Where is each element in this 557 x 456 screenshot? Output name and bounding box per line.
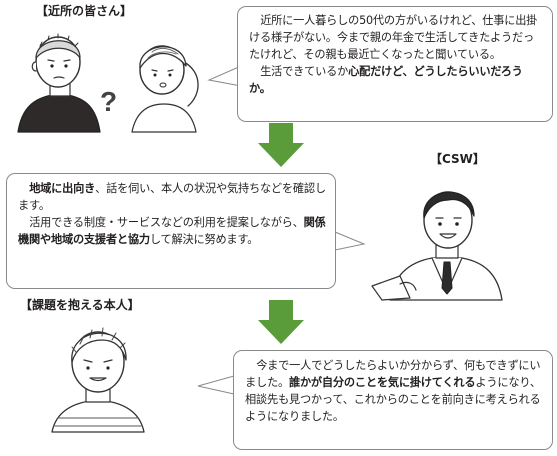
question-mark: ?	[100, 86, 118, 117]
neighbor-woman-illustration	[131, 45, 199, 133]
neighbor-man-illustration	[17, 33, 101, 133]
bubble1-paragraph-1: 近所に一人暮らしの50代の方がいるけれど、仕事に出掛ける様子がない。今まで親の年…	[249, 14, 538, 61]
bubble2-p2-bold: 関係機関や地域の支援者と協力	[18, 216, 326, 246]
person-speech-bubble: 今まで一人でどうしたらよいか分からず、何もできずにいました。誰かが自分のことを気…	[233, 350, 553, 450]
bubble3-bold: 誰かが自分のことを気に掛けてくれる	[288, 376, 476, 389]
down-arrow-1	[258, 123, 304, 167]
bubble2-paragraph-1: 地域に出向き、話を伺い、本人の状況や気持ちなどを確認します。	[18, 180, 326, 214]
bubble1-p2-plain: 生活できているか	[260, 65, 349, 78]
bubble2-p2-plain-b: して解決に努めます。	[149, 233, 259, 246]
csw-speech-bubble: 地域に出向き、話を伺い、本人の状況や気持ちなどを確認します。 活用できる制度・サ…	[6, 173, 336, 289]
csw-label: 【CSW】	[430, 152, 485, 166]
person-label: 【課題を抱える本人】	[20, 298, 140, 312]
down-arrow-2	[258, 300, 304, 344]
neighbors-label: 【近所の皆さん】	[36, 4, 133, 18]
csw-man-illustration	[371, 191, 503, 301]
bubble2-p2-plain-a: 活用できる制度・サービスなどの利用を提案しながら、	[29, 216, 304, 229]
bubble3-plain-a: 今まで一人でどうしたらよいか分からず、何もできずにいました。	[245, 359, 541, 389]
bubble1-p2-bold: 心配だけど、どうしたらいいだろうか。	[249, 65, 523, 95]
person-illustration	[51, 327, 145, 433]
bubble1-paragraph-2: 生活できているか心配だけど、どうしたらいいだろうか。	[249, 63, 543, 97]
bubble2-p1-plain: 、話を伺い、本人の状況や気持ちなどを確認します。	[18, 182, 326, 212]
bubble2-p1-bold: 地域に出向き	[29, 182, 96, 195]
bubble3-paragraph: 今まで一人でどうしたらよいか分からず、何もできずにいました。誰かが自分のことを気…	[245, 357, 543, 425]
bubble2-tail	[334, 231, 366, 251]
bubble1-tail	[207, 65, 242, 87]
bubble3-plain-b: ようになり、相談先も見つかって、これからのことを前向きに考えられるようになりまし…	[245, 376, 541, 423]
neighbors-speech-bubble: 近所に一人暮らしの50代の方がいるけれど、仕事に出掛ける様子がない。今まで親の年…	[237, 6, 553, 122]
bubble2-paragraph-2: 活用できる制度・サービスなどの利用を提案しながら、関係機関や地域の支援者と協力し…	[18, 214, 326, 248]
bubble3-tail	[197, 375, 235, 395]
